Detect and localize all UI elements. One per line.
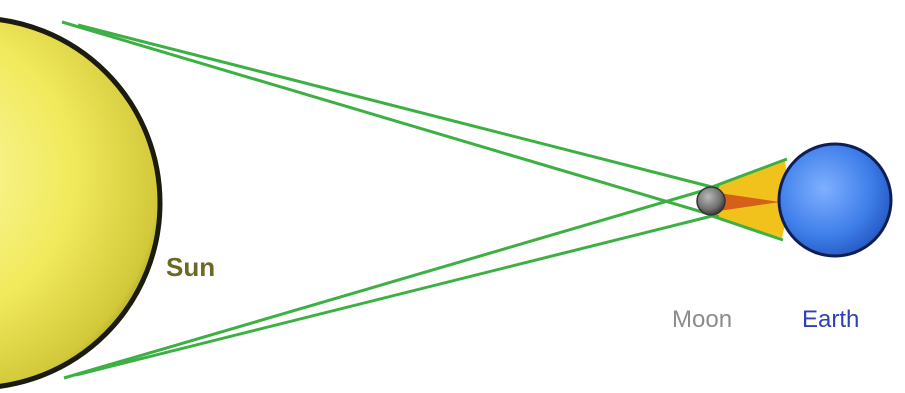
ray-lower-cross [64,186,719,378]
moon [697,187,725,215]
earth [779,144,891,256]
ray-upper-outer [78,25,712,187]
sun-label: Sun [166,252,215,282]
sun [0,18,160,388]
earth-label: Earth [802,306,859,333]
moon-label: Moon [672,306,732,333]
ray-lower-outer [76,216,712,375]
